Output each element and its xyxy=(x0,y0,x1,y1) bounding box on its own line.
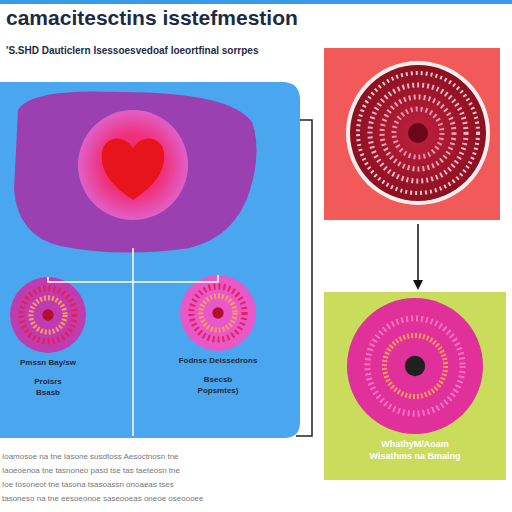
node-body: Bsecsb xyxy=(170,374,266,385)
node-core xyxy=(212,307,223,318)
node-heading: Fodnse Deissedrons xyxy=(170,355,266,366)
subtitle: 'S.SHD Dauticlern Isessoesvedoaf loeortf… xyxy=(6,45,306,56)
image-box: WhathyM/AoamWisathms na Bmaing xyxy=(324,292,506,480)
node-graphic xyxy=(7,277,89,407)
node-body: Popsmtes) xyxy=(170,385,266,396)
node-ring xyxy=(191,286,244,339)
node-ring xyxy=(384,335,445,396)
node-ring xyxy=(201,296,235,330)
node-text-group: Fodnse DeissedronsBsecsbPopsmtes) xyxy=(170,355,266,396)
node-circle xyxy=(347,298,483,434)
node-text-group: Pmssn Bay/swProisrsBsasb xyxy=(7,357,89,398)
node-circle xyxy=(10,277,86,353)
node-body: Bsasb xyxy=(7,387,89,398)
node-ring xyxy=(21,288,74,341)
connector xyxy=(48,275,218,282)
note-line: Ioamosoe na tne Iasone susdtoss Aesoctno… xyxy=(2,452,302,461)
note-line: tasoneso na tne eesoeonoe saseooeas oneo… xyxy=(2,494,302,503)
note-line: Iaoeoenoa tne tasnoneo pasd tse tas taet… xyxy=(2,466,302,475)
title: camacitesctins isstefmestion xyxy=(6,6,506,30)
node-body: Wisathms na Bmaing xyxy=(324,450,506,462)
node-body: Proisrs xyxy=(7,376,89,387)
node-core xyxy=(405,356,425,376)
note-line: Ioe tosoneot tne tasona tsasoassn onoaea… xyxy=(2,480,302,489)
node-heading: Pmssn Bay/sw xyxy=(7,357,89,368)
node-core xyxy=(42,309,53,320)
circle-node: Pmssn Bay/swProisrsBsasb xyxy=(7,277,89,407)
circle-node: Fodnse DeissedronsBsecsbPopsmtes) xyxy=(170,275,266,407)
node-circle xyxy=(180,275,256,351)
node-ring xyxy=(31,298,65,332)
node-text-group: WhathyM/AoamWisathms na Bmaing xyxy=(324,438,506,462)
node-ring xyxy=(367,318,462,413)
node-heading: WhathyM/Aoam xyxy=(324,438,506,450)
